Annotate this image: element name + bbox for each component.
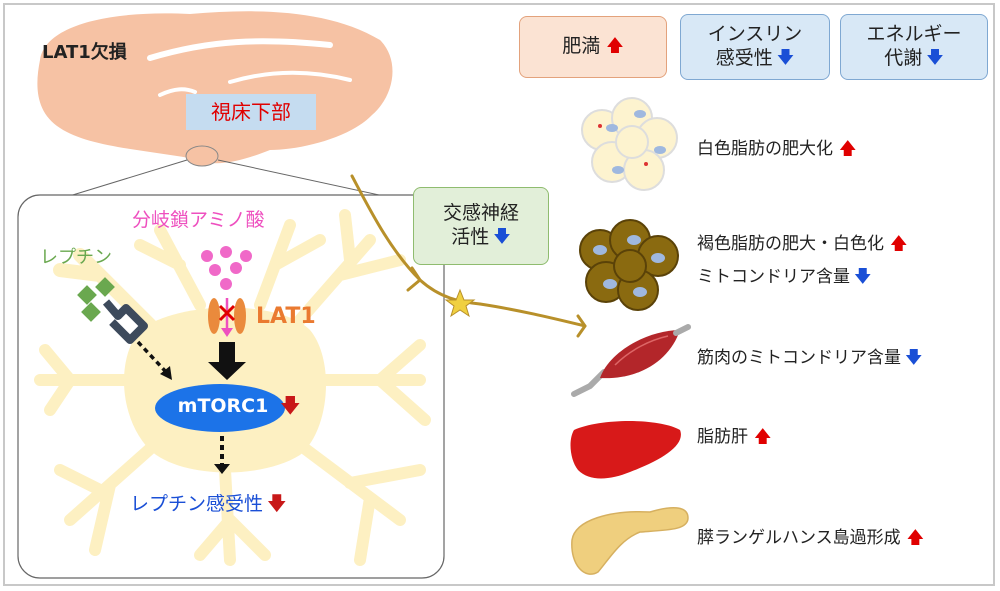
- sympathetic-line2: 活性: [451, 226, 490, 248]
- energy-line2: 代謝: [884, 47, 923, 69]
- white-fat-icon: [581, 97, 678, 191]
- insulin-line1: インスリン: [707, 23, 803, 46]
- organ-white-fat-up-icon: 🡅: [839, 139, 857, 159]
- brown-fat-icon: [579, 219, 679, 311]
- leptin-signal-arrow: [136, 340, 170, 376]
- leptin-sensitivity-label: レプチン感受性: [130, 493, 264, 515]
- transport-arrow: [208, 342, 246, 380]
- muscle-icon: [571, 324, 691, 397]
- hypothalamus-label: 視床下部: [186, 94, 316, 130]
- organ-pancreas-label: 膵ランゲルハンス島過形成: [697, 528, 901, 548]
- bcaa-label: 分岐鎖アミノ酸: [132, 209, 265, 231]
- organ-brown-fat-label: 褐色脂肪の肥大・白色化: [697, 234, 884, 254]
- insulin-box: インスリン 感受性🡇: [680, 14, 830, 80]
- organ-muscle-down-icon: 🡇: [905, 348, 923, 368]
- mtorc1-down-icon: 🡇: [280, 393, 301, 417]
- organ-liver-label: 脂肪肝: [697, 427, 748, 447]
- insulin-line2: 感受性: [715, 47, 773, 69]
- synapse-star-icon: [444, 288, 476, 318]
- leptin-receptor: [102, 299, 148, 344]
- organ-brown-fat-mito-label: ミトコンドリア含量: [697, 267, 850, 287]
- obesity-box: 肥満🡅: [519, 16, 667, 78]
- organ-brown-fat-up-icon: 🡅: [890, 234, 908, 254]
- lat1-transporter: [208, 298, 246, 337]
- organ-liver-up-icon: 🡅: [754, 427, 772, 447]
- obesity-label: 肥満: [562, 35, 601, 58]
- sympathetic-line1: 交感神経: [442, 202, 519, 225]
- bcaa-molecules: [201, 246, 252, 290]
- energy-line1: エネルギー: [866, 23, 962, 46]
- organ-brown-fat: 褐色脂肪の肥大・白色化 🡅: [697, 234, 908, 255]
- organ-liver: 脂肪肝 🡅: [697, 427, 772, 448]
- organ-brown-fat-mito: ミトコンドリア含量🡇: [697, 267, 872, 288]
- sympathetic-down-icon: 🡇: [493, 227, 511, 248]
- leptin-sensitivity: レプチン感受性 🡇: [130, 493, 287, 516]
- leptin-molecules: [77, 277, 115, 322]
- lat1-label: LAT1: [256, 304, 316, 329]
- organ-white-fat-label: 白色脂肪の肥大化: [697, 139, 833, 159]
- leptin-sensitivity-down-icon: 🡇: [267, 493, 287, 515]
- energy-down-icon: 🡇: [926, 48, 944, 69]
- organ-muscle-label: 筋肉のミトコンドリア含量: [697, 348, 901, 368]
- leptin-label: レプチン: [40, 247, 112, 268]
- sympathetic-box: 交感神経 活性🡇: [413, 187, 549, 265]
- organ-white-fat: 白色脂肪の肥大化 🡅: [697, 139, 857, 160]
- organ-muscle: 筋肉のミトコンドリア含量🡇: [697, 348, 923, 369]
- brain-label: LAT1欠損: [42, 42, 127, 63]
- organ-pancreas: 膵ランゲルハンス島過形成🡅: [697, 528, 925, 549]
- pancreas-icon: [571, 507, 689, 575]
- obesity-up-icon: 🡅: [606, 36, 624, 57]
- brain-illustration: [37, 11, 393, 167]
- liver-icon: [570, 421, 681, 479]
- neuron-illustration: [34, 209, 431, 566]
- organ-pancreas-up-icon: 🡅: [906, 528, 925, 548]
- organ-brown-fat-mito-down-icon: 🡇: [854, 267, 872, 287]
- mtorc1-label: mTORC1: [177, 395, 269, 417]
- energy-box: エネルギー 代謝🡇: [840, 14, 988, 80]
- mtorc1-ellipse: [155, 384, 285, 432]
- insulin-down-icon: 🡇: [776, 48, 795, 69]
